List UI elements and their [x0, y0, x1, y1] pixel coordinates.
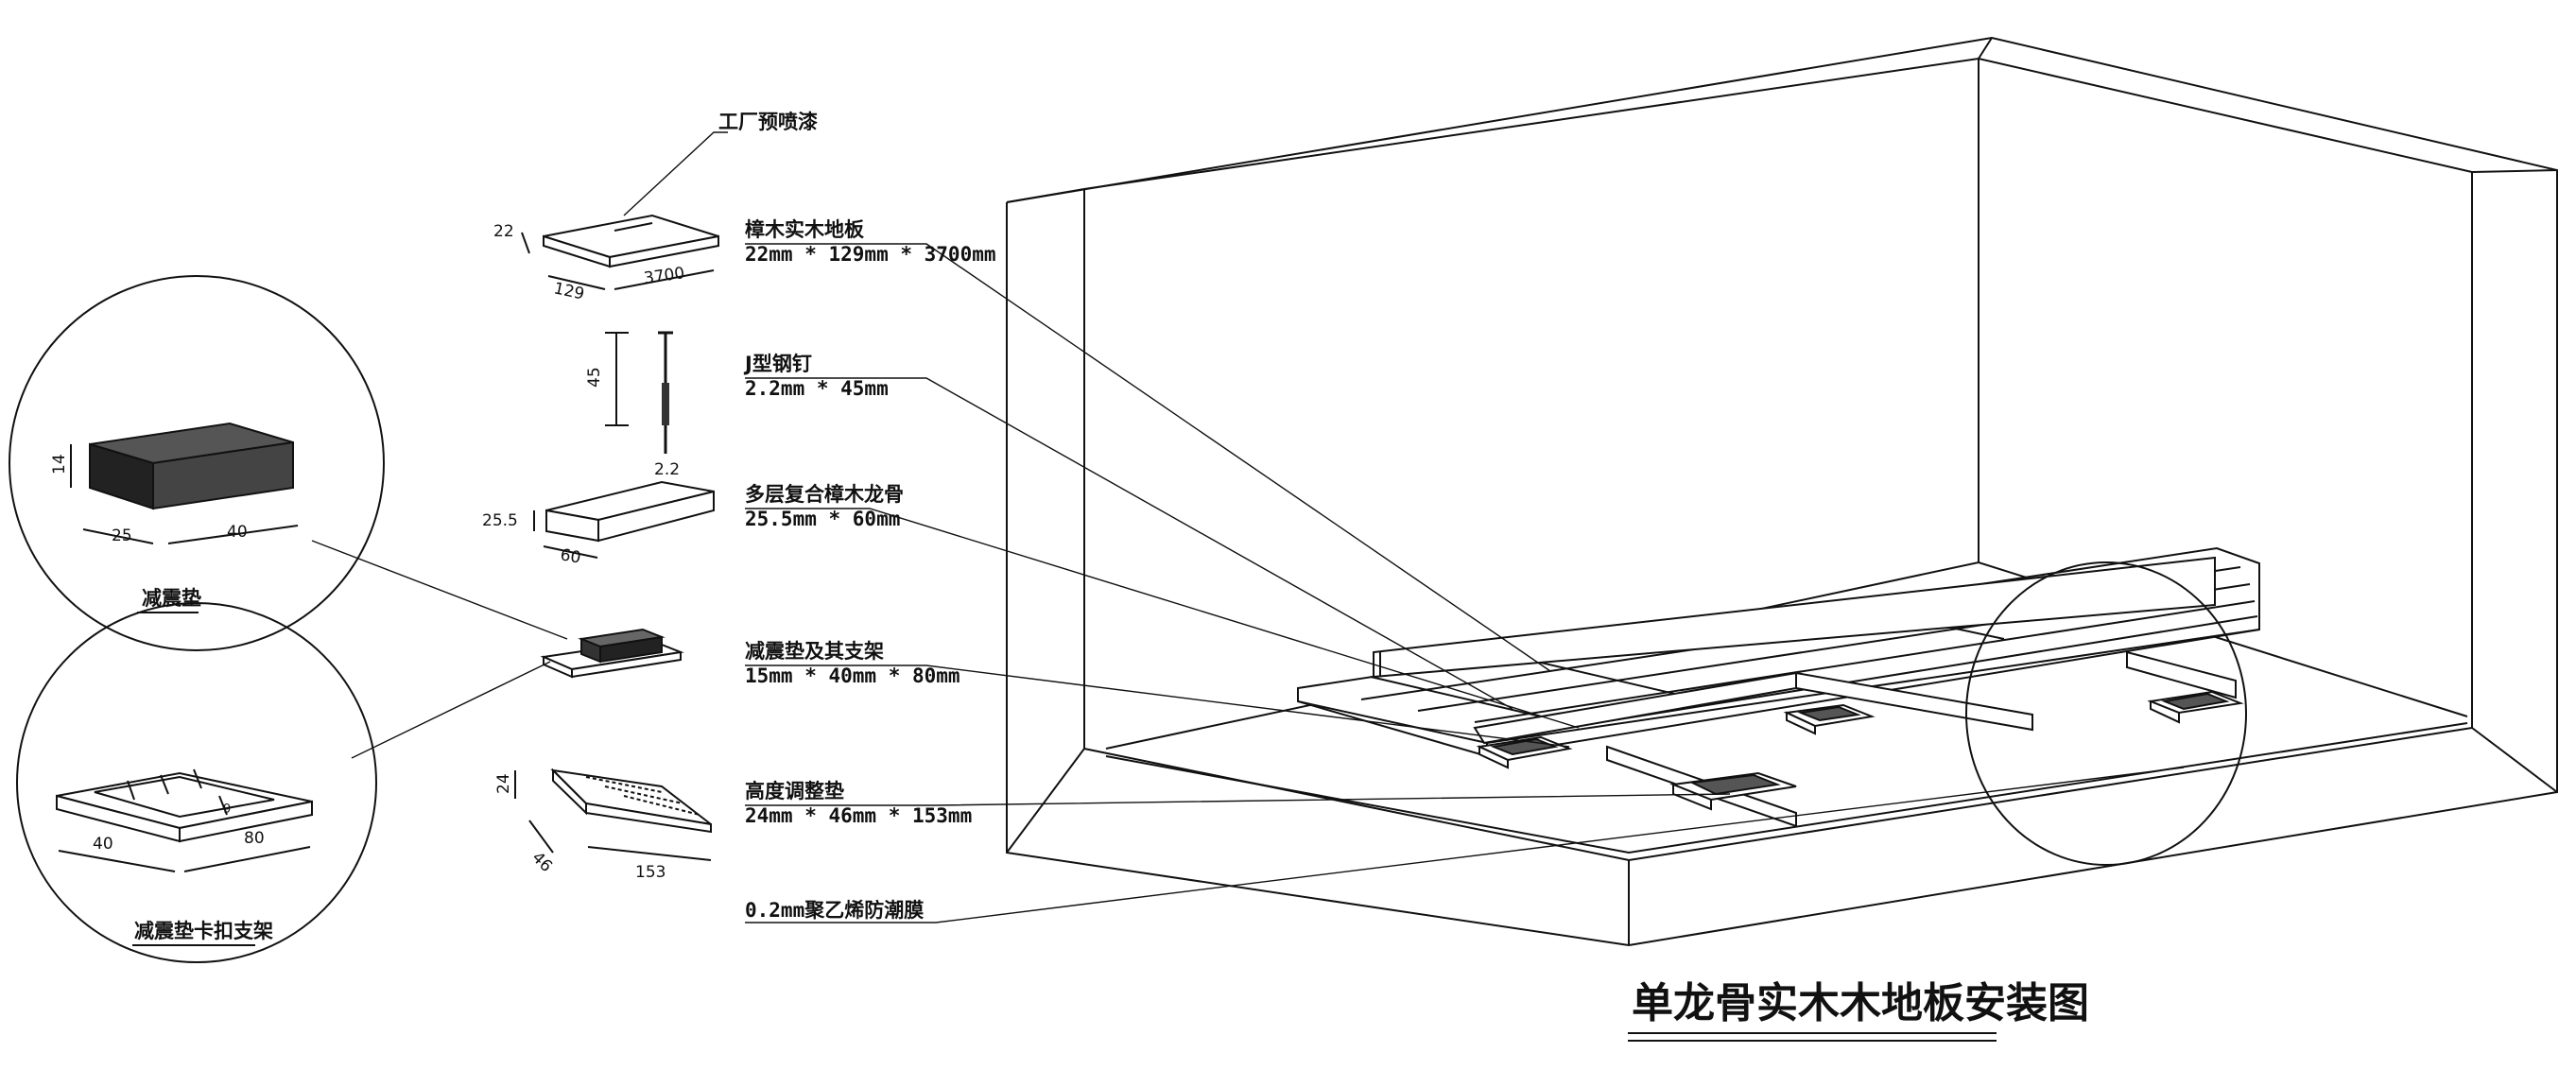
- part-joist: [533, 480, 715, 559]
- floor-pad-3: [1783, 703, 1876, 735]
- dim-nail-dia: 2.2: [654, 460, 680, 479]
- part-height-pad: [514, 768, 712, 861]
- dim-adj-width: 46: [527, 848, 555, 875]
- label-height-name: 高度调整垫: [745, 780, 844, 802]
- detail-bracket-title: 减震垫卡扣支架: [134, 920, 273, 942]
- part-nail: [605, 331, 673, 454]
- label-joist-name: 多层复合樟木龙骨: [745, 483, 904, 506]
- label-height-spec: 24mm * 46mm * 153mm: [745, 804, 972, 827]
- part-floor-plank: [521, 214, 719, 290]
- label-nail-spec: 2.2mm * 45mm: [745, 377, 889, 400]
- detail-circle-pad: [9, 275, 385, 651]
- dim-floor-length: 3700: [643, 264, 686, 288]
- dim-floor-width: 129: [552, 279, 586, 303]
- dim-adj-length: 153: [635, 863, 666, 882]
- dim-floor-thick: 22: [493, 222, 514, 241]
- floor-pad-4: [2147, 690, 2244, 724]
- dim-joist-height: 25.5: [482, 511, 518, 530]
- label-film-name: 0.2mm聚乙烯防潮膜: [745, 899, 924, 922]
- dim-nail-length: 45: [585, 367, 604, 388]
- dim-pad-length: 40: [227, 523, 248, 542]
- dim-joist-width: 60: [559, 545, 582, 567]
- dim-bracket-width: 40: [93, 835, 113, 854]
- floor-assembly: [1297, 546, 2260, 866]
- label-nail-name: J型钢钉: [743, 353, 812, 375]
- label-floor-name: 樟木实木地板: [745, 218, 865, 241]
- dim-bracket-length: 80: [244, 829, 265, 848]
- leader-lines: [623, 131, 2185, 923]
- dim-adj-height: 24: [494, 773, 513, 794]
- label-pad-spec: 15mm * 40mm * 80mm: [745, 664, 960, 687]
- detail-pad-title: 减震垫: [142, 587, 201, 610]
- part-pad-bracket: [540, 628, 684, 679]
- label-joist-spec: 25.5mm * 60mm: [745, 508, 900, 530]
- detail-circle-right: [1965, 561, 2247, 866]
- label-factory-paint: 工厂预喷漆: [718, 111, 818, 133]
- drawing-title: 单龙骨实木木地板安装图: [1632, 979, 2089, 1027]
- detail-circle-bracket: [16, 602, 377, 963]
- dim-pad-height: 14: [50, 454, 69, 475]
- dim-pad-width: 25: [112, 526, 132, 545]
- label-pad-name: 减震垫及其支架: [745, 640, 884, 663]
- dim-bracket-small: 9: [223, 802, 231, 817]
- label-floor-spec: 22mm * 129mm * 3700mm: [745, 243, 996, 266]
